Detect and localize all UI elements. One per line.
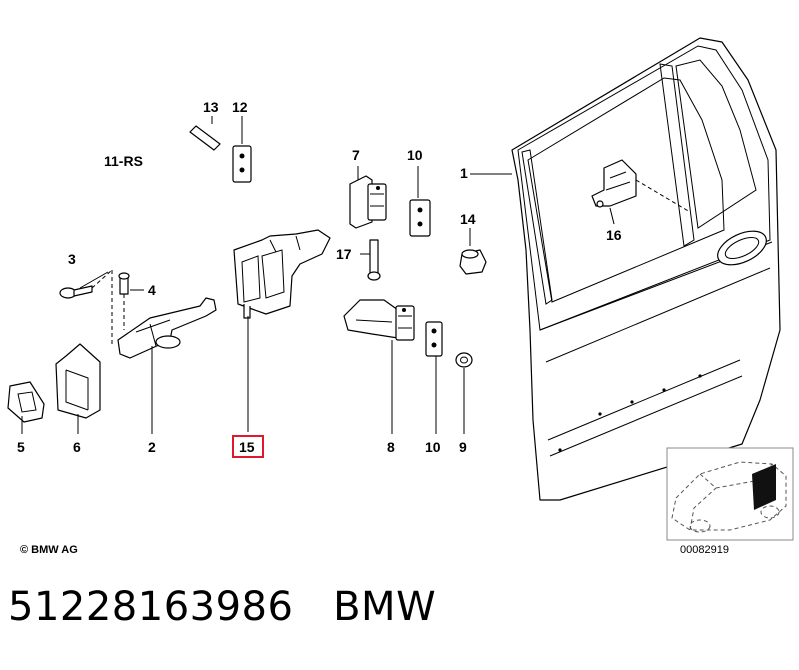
highlight-box-part-15 (232, 435, 264, 458)
grommet-part-14 (459, 249, 487, 275)
car-location-inset: 00082919 (666, 447, 794, 556)
highlighted-door-marker (752, 464, 776, 510)
leader-lines (21, 116, 615, 434)
hinge-part-8 (343, 299, 415, 341)
label-part-7: 7 (352, 147, 360, 163)
label-part-9: 9 (459, 439, 467, 455)
part-labels: 1 2 3 4 5 6 7 8 9 10 10 11-RS 12 13 14 1… (17, 99, 622, 458)
label-part-13: 13 (203, 99, 219, 115)
label-part-5: 5 (17, 439, 25, 455)
label-part-10-upper: 10 (407, 147, 423, 163)
nut-part-9 (455, 352, 473, 368)
label-part-6: 6 (73, 439, 81, 455)
bolt-part-4 (118, 272, 130, 330)
label-part-11-rs: 11-RS (104, 153, 143, 169)
footer-part-number-line: 51228163986 BMW (8, 584, 436, 630)
label-part-14: 14 (460, 211, 476, 227)
label-part-3: 3 (68, 251, 76, 267)
inset-code: 00082919 (680, 544, 729, 556)
label-part-1: 1 (460, 165, 468, 181)
copyright-text: © BMW AG (20, 544, 78, 556)
door-check-part-2 (117, 297, 217, 359)
footer-gap (293, 584, 333, 630)
plate-part-10-upper (409, 199, 431, 237)
bracket-part-16 (591, 159, 691, 213)
footer-brand: BMW (333, 584, 437, 630)
label-part-8: 8 (387, 439, 395, 455)
pin-part-13 (189, 125, 221, 151)
label-part-12: 12 (232, 99, 248, 115)
clip-part-5 (7, 381, 45, 423)
hinge-part-7 (349, 175, 387, 229)
label-part-4: 4 (148, 282, 156, 298)
footer-part-number: 51228163986 (8, 584, 294, 630)
hinge-cover-part-15 (233, 229, 331, 319)
label-part-17: 17 (336, 246, 352, 262)
label-part-15: 15 (239, 439, 255, 455)
label-part-16: 16 (606, 227, 622, 243)
housing-part-6 (55, 343, 101, 419)
rear-door-illustration (511, 37, 781, 501)
plate-part-10-lower (425, 321, 443, 357)
plate-part-12 (232, 145, 252, 183)
screw-part-3 (59, 269, 113, 345)
label-part-10-lower: 10 (425, 439, 441, 455)
bolt-part-17 (367, 239, 381, 281)
label-part-2: 2 (148, 439, 156, 455)
